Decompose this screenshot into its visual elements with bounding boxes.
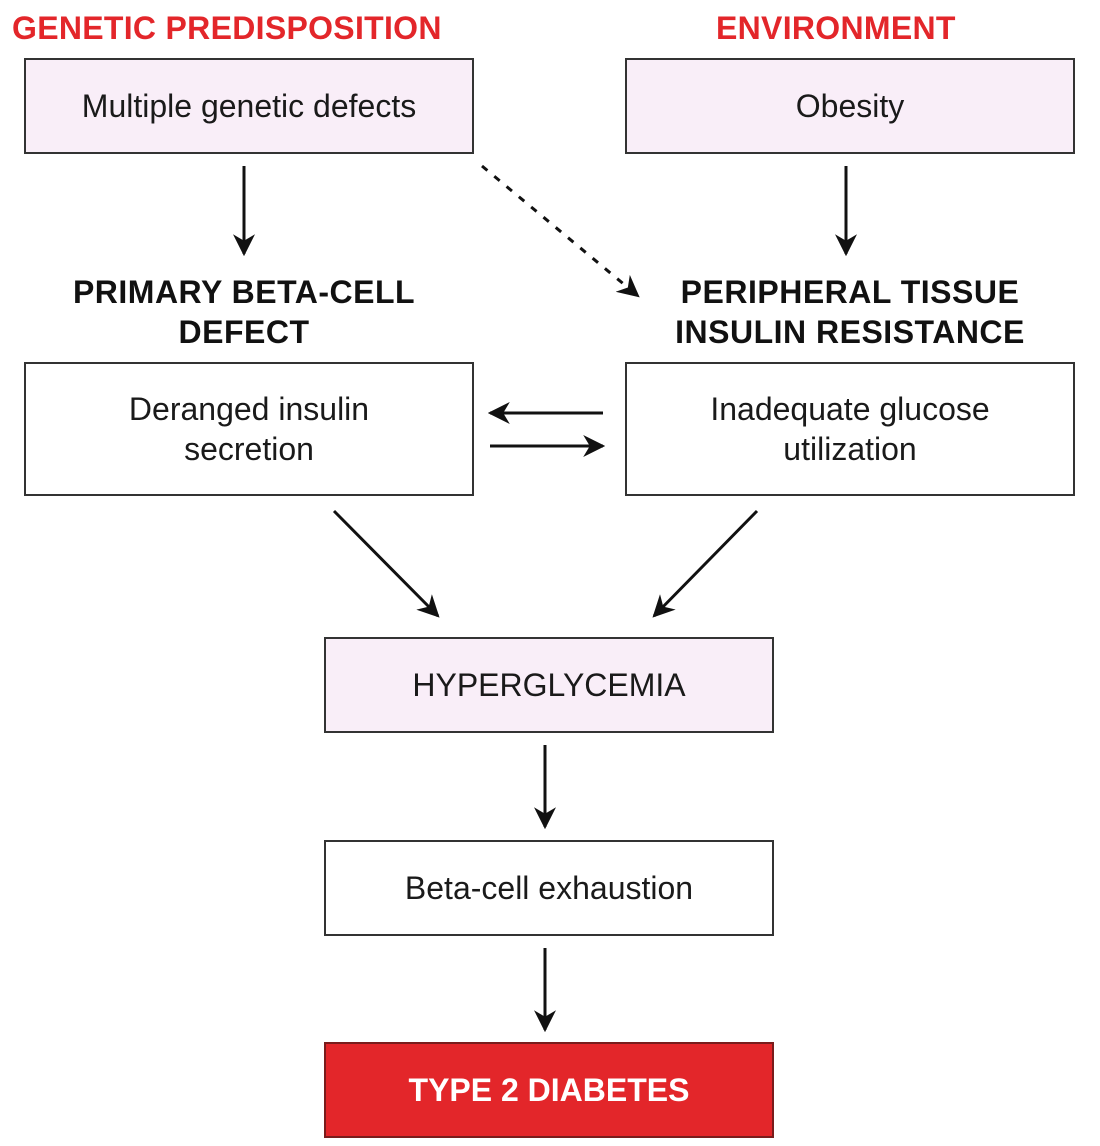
environment-heading: ENVIRONMENT xyxy=(716,10,956,46)
deranged-secretion-line1: Deranged insulin xyxy=(128,391,370,427)
glucose-utilization-line2: utilization xyxy=(783,431,917,467)
type2-diabetes-box: TYPE 2 DIABETES xyxy=(324,1042,774,1138)
deranged-secretion-box: Deranged insulin secretion xyxy=(24,362,474,496)
genetic-defects-label: Multiple genetic defects xyxy=(81,88,417,124)
arrow-secretion-to-hyperglycemia xyxy=(332,509,440,618)
beta-cell-defect-heading: PRIMARY BETA-CELL DEFECT xyxy=(72,274,416,350)
obesity-box: Obesity xyxy=(625,58,1075,154)
arrow-utilization-to-hyperglycemia xyxy=(652,509,759,618)
glucose-utilization-box: Inadequate glucose utilization xyxy=(625,362,1075,496)
type2-diabetes-label: TYPE 2 DIABETES xyxy=(408,1072,690,1108)
obesity-label: Obesity xyxy=(795,88,905,124)
beta-cell-exhaustion-box: Beta-cell exhaustion xyxy=(324,840,774,936)
deranged-secretion-line2: secretion xyxy=(184,431,314,467)
glucose-utilization-line1: Inadequate glucose xyxy=(710,391,990,427)
beta-cell-exhaustion-label: Beta-cell exhaustion xyxy=(404,870,694,906)
hyperglycemia-box: HYPERGLYCEMIA xyxy=(324,637,774,733)
genetic-defects-box: Multiple genetic defects xyxy=(24,58,474,154)
insulin-resistance-heading: PERIPHERAL TISSUE INSULIN RESISTANCE xyxy=(675,274,1025,350)
hyperglycemia-label: HYPERGLYCEMIA xyxy=(412,667,686,703)
genetic-predisposition-heading: GENETIC PREDISPOSITION xyxy=(12,10,442,46)
arrow-genetic-to-resistance-dashed xyxy=(481,164,640,298)
